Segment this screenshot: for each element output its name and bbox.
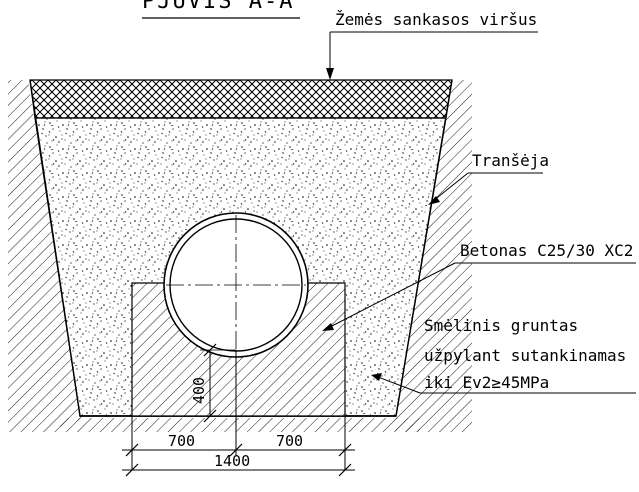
pipe [163, 212, 309, 358]
svg-text:Smėlinis gruntas: Smėlinis gruntas [424, 316, 578, 335]
natural-ground-hatching [8, 80, 472, 432]
label-sand-fill: Smėlinis gruntas užpylant sutankinamas i… [371, 316, 636, 394]
label-concrete: Betonas C25/30 XC2 [322, 241, 636, 331]
label-trench: Tranšėja [428, 151, 549, 205]
svg-text:Žemės sankasos viršus: Žemės sankasos viršus [335, 10, 537, 29]
dim-right-half: 700 [276, 432, 303, 450]
dim-left-half: 700 [168, 432, 195, 450]
label-ground-surface: Žemės sankasos viršus [326, 10, 538, 80]
section-title: PJŪVIS A-A [142, 0, 294, 14]
svg-text:Tranšėja: Tranšėja [472, 151, 549, 170]
svg-text:užpylant sutankinamas: užpylant sutankinamas [424, 346, 626, 365]
svg-text:iki Ev2≥45MPa: iki Ev2≥45MPa [424, 373, 549, 392]
surface-layer [29, 79, 453, 119]
svg-text:Betonas C25/30 XC2: Betonas C25/30 XC2 [460, 241, 633, 260]
height-dimension-value: 400 [190, 377, 208, 404]
dim-total-width: 1400 [214, 452, 250, 470]
width-dimensions: 700 700 1400 [122, 416, 355, 477]
height-dimension: 400 [190, 343, 236, 423]
